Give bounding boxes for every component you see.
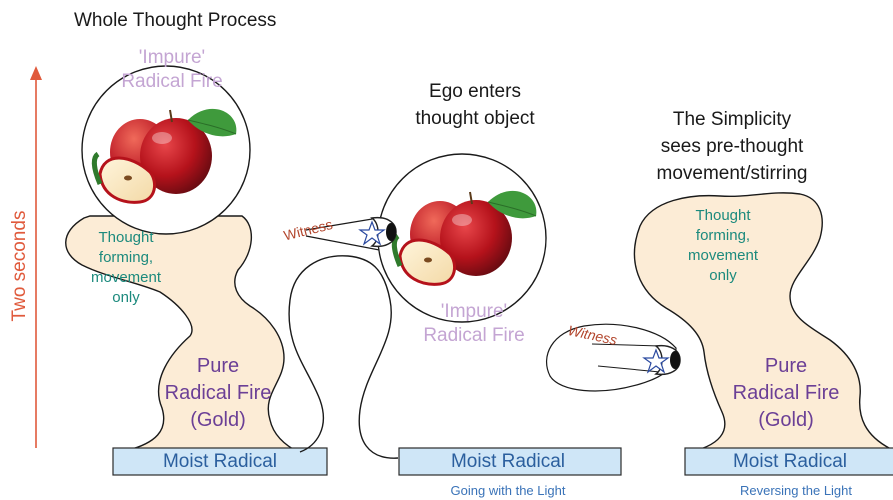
time-arrow-head (30, 66, 42, 80)
right-pure-line3: (Gold) (758, 409, 814, 431)
right-witness-cloud (546, 323, 677, 392)
right-caption: Reversing the Light (739, 483, 853, 498)
right-thought-line1: Thought (695, 207, 751, 224)
right-pure-label: Pure Radical Fire (Gold) (733, 353, 840, 434)
right-star-icon (642, 348, 670, 374)
middle-body-outline (288, 255, 399, 459)
left-thought-line4: only (112, 289, 140, 306)
left-impure-label: 'Impure' Radical Fire (121, 46, 222, 94)
middle-moist-base (398, 447, 622, 476)
middle-heading-line1: Ego enters (429, 81, 521, 102)
right-moist-base (684, 447, 893, 476)
right-heading-line3: movement/stirring (656, 163, 808, 184)
left-thought-label: Thought forming, movement only (91, 228, 161, 308)
right-base-label: Moist Radical (732, 451, 848, 472)
right-thought-line2: forming, (695, 227, 751, 244)
right-heading: The Simplicity sees pre-thought movement… (657, 106, 808, 187)
middle-caption: Going with the Light (450, 483, 566, 498)
left-thought-line1: Thought (98, 229, 154, 246)
left-pure-line1: Pure (196, 355, 240, 377)
left-pure-label: Pure Radical Fire (Gold) (165, 353, 272, 434)
left-pure-line2: Radical Fire (164, 382, 272, 404)
left-flame-shape (65, 215, 301, 454)
left-base-label: Moist Radical (162, 451, 278, 472)
middle-impure-line1: 'Impure' (440, 301, 508, 322)
left-moist-base (112, 447, 328, 476)
right-thought-line3: movement (687, 247, 759, 264)
diagram-title: Whole Thought Process (74, 10, 277, 31)
right-heading-line1: The Simplicity (672, 109, 792, 130)
middle-impure-line2: Radical Fire (423, 325, 525, 346)
left-thought-line2: forming, (98, 249, 154, 266)
right-heading-line2: sees pre-thought (660, 136, 804, 157)
middle-heading: Ego enters thought object (415, 78, 534, 132)
right-flame-shape (633, 192, 893, 454)
middle-heading-line2: thought object (415, 108, 535, 129)
right-thought-line4: only (709, 267, 737, 284)
left-impure-line2: Radical Fire (121, 71, 223, 92)
middle-impure-label: 'Impure' Radical Fire (423, 300, 524, 348)
left-pure-line3: (Gold) (190, 409, 246, 431)
middle-star-icon (358, 220, 386, 246)
time-axis-label: Two seconds (9, 210, 30, 322)
right-pure-line2: Radical Fire (732, 382, 840, 404)
right-pure-line1: Pure (764, 355, 808, 377)
middle-base-label: Moist Radical (450, 451, 566, 472)
left-impure-line1: 'Impure' (138, 47, 206, 68)
left-thought-line3: movement (90, 269, 162, 286)
right-thought-label: Thought forming, movement only (688, 206, 758, 286)
